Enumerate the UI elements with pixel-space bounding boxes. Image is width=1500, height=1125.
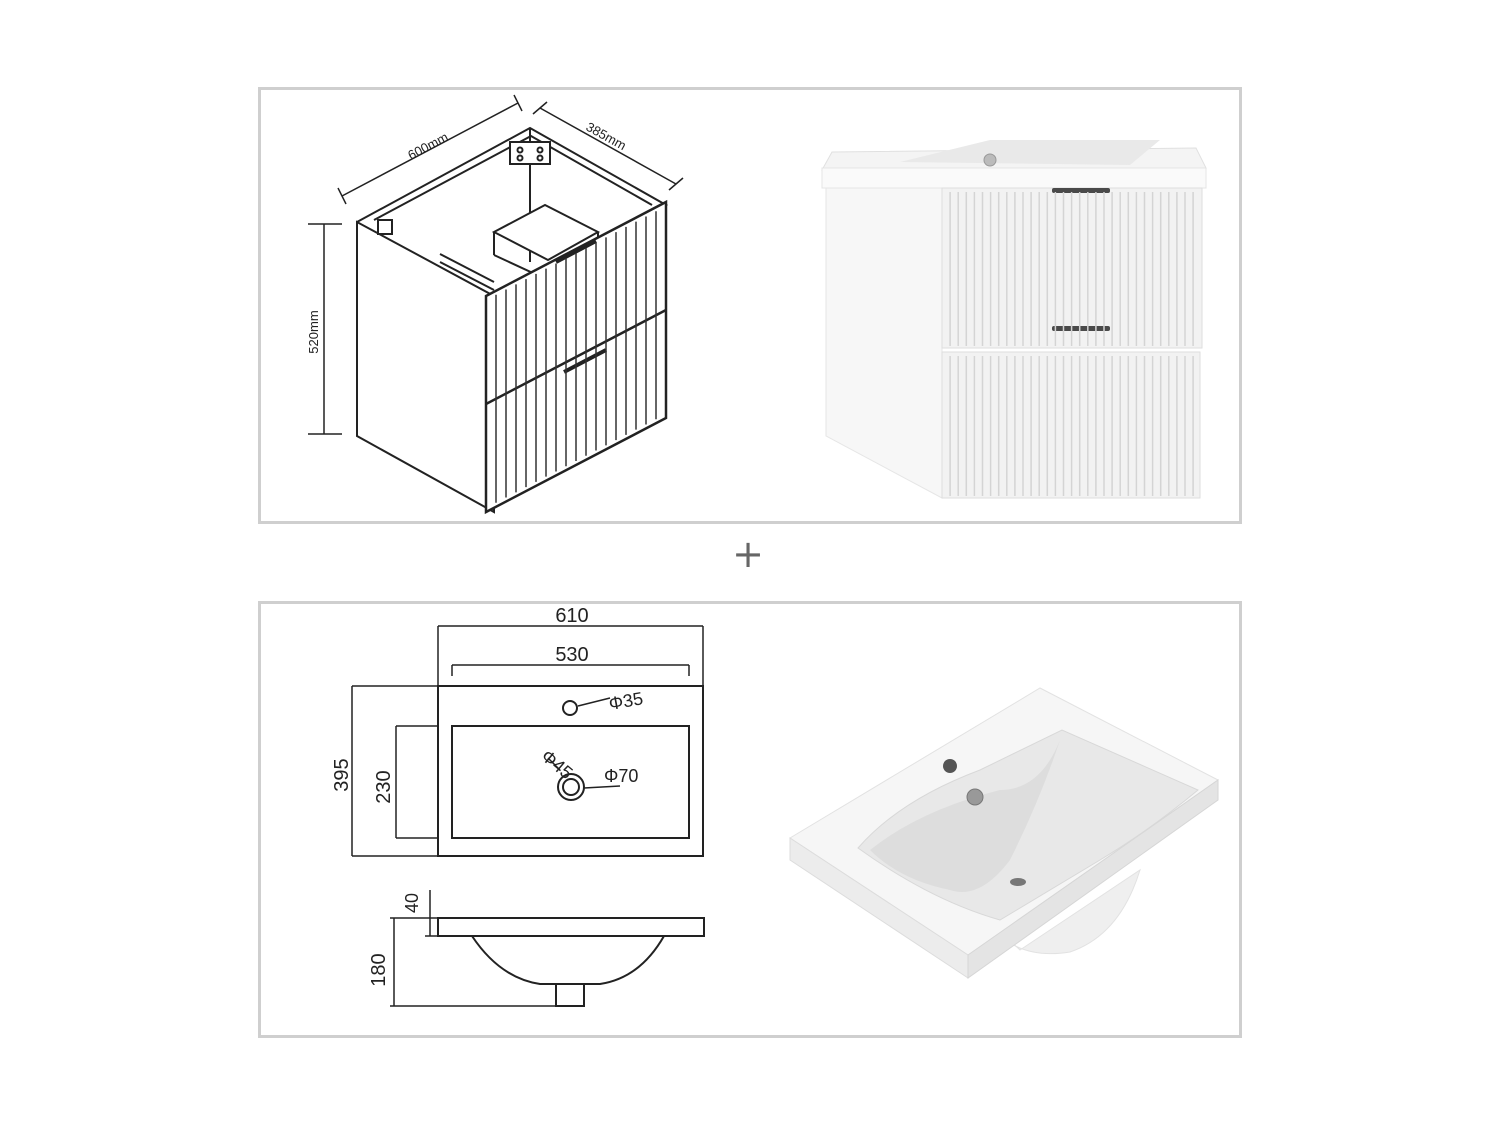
cabinet-fluting: [495, 211, 657, 503]
basin-render: [789, 687, 1219, 979]
cabinet-dimensions: [308, 94, 684, 435]
drain-diameter: Φ70: [604, 766, 638, 786]
basin-side-view: [437, 917, 705, 1007]
basin-overall-width: 610: [555, 605, 588, 627]
tap-hole-diameter: Φ35: [607, 688, 644, 714]
basin-top-dimensions: [351, 625, 704, 857]
cabinet-height-label: 520mm: [306, 310, 321, 353]
bowl-height: 180: [368, 953, 390, 986]
cabinet-render-fluting: [949, 192, 1194, 496]
plus-separator: +: [732, 532, 764, 576]
rim-height: 40: [402, 893, 422, 913]
basin-inner-depth: 230: [373, 770, 395, 803]
basin-inner-width: 530: [555, 644, 588, 666]
basin-overall-depth: 395: [331, 758, 353, 791]
basin-top-view: [437, 685, 704, 857]
overflow-diameter: Φ45: [537, 746, 576, 783]
basin-side-dimensions: [390, 890, 556, 1007]
